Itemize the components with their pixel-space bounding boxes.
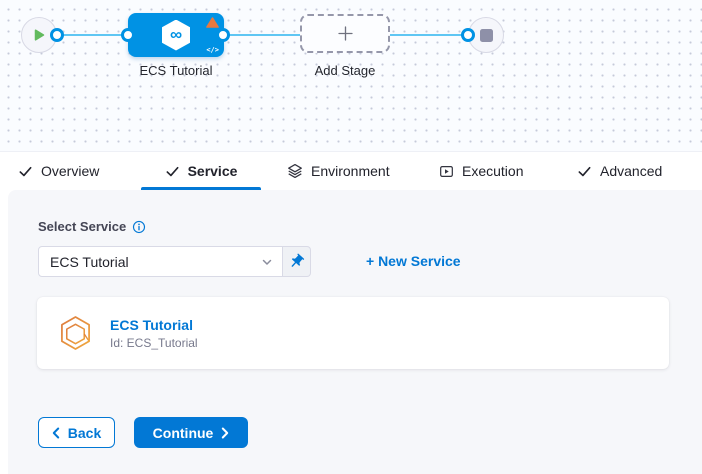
service-card-id: Id: ECS_Tutorial xyxy=(110,335,198,350)
service-select[interactable]: ECS Tutorial xyxy=(38,246,283,277)
tab-label: Environment xyxy=(311,163,390,179)
plus-icon xyxy=(336,24,355,43)
check-icon xyxy=(18,164,33,179)
warning-triangle-icon xyxy=(206,17,219,28)
select-service-label: Select Service xyxy=(38,219,146,234)
tab-execution[interactable]: Execution xyxy=(439,152,523,190)
connector-port xyxy=(216,28,230,42)
chevron-left-icon xyxy=(52,427,60,439)
pipeline-canvas[interactable]: ∞ </> ECS Tutorial Add Stage xyxy=(0,0,702,152)
check-icon xyxy=(165,164,180,179)
connector-port xyxy=(50,28,64,42)
stop-icon xyxy=(479,28,493,42)
add-stage-button[interactable] xyxy=(300,14,390,53)
play-box-icon xyxy=(439,164,454,179)
tab-label: Overview xyxy=(41,163,100,179)
connector-port xyxy=(121,28,135,42)
check-icon xyxy=(577,164,592,179)
tab-label: Service xyxy=(187,163,238,179)
cd-hexagon-icon: ∞ xyxy=(162,19,190,51)
stage-node-ecs-tutorial[interactable]: ∞ </> xyxy=(128,13,224,57)
stage-tabbar: Overview Service Environment xyxy=(0,152,702,190)
service-card-title[interactable]: ECS Tutorial xyxy=(110,316,193,333)
code-icon: </> xyxy=(206,46,219,54)
tab-service[interactable]: Service xyxy=(141,152,261,190)
back-label: Back xyxy=(67,424,102,441)
continue-label: Continue xyxy=(152,424,214,441)
new-service-link[interactable]: + New Service xyxy=(366,253,461,269)
stage-node-label: ECS Tutorial xyxy=(139,63,213,78)
tab-overview[interactable]: Overview xyxy=(18,152,99,190)
service-hexagon-icon xyxy=(59,315,92,351)
layers-icon xyxy=(287,163,303,179)
continue-button[interactable]: Continue xyxy=(134,417,248,448)
tab-environment[interactable]: Environment xyxy=(287,152,390,190)
service-select-group: ECS Tutorial xyxy=(38,246,311,277)
pin-button[interactable] xyxy=(283,246,311,277)
pipeline-edge xyxy=(56,34,130,36)
pipeline-edge xyxy=(389,34,471,36)
service-card-text: ECS Tutorial Id: ECS_Tutorial xyxy=(110,317,198,350)
add-stage-label: Add Stage xyxy=(314,63,376,78)
chevron-right-icon xyxy=(221,427,229,439)
tab-label: Execution xyxy=(462,163,524,179)
back-button[interactable]: Back xyxy=(38,417,115,448)
pipeline-edge xyxy=(223,34,303,36)
chevron-down-icon xyxy=(261,256,273,268)
connector-port xyxy=(461,28,475,42)
info-icon[interactable] xyxy=(132,220,146,234)
service-card[interactable]: ECS Tutorial Id: ECS_Tutorial xyxy=(37,297,669,369)
tab-label: Advanced xyxy=(600,163,663,179)
service-select-value: ECS Tutorial xyxy=(50,253,129,270)
pin-icon xyxy=(288,253,305,270)
play-icon xyxy=(32,28,46,42)
tab-advanced[interactable]: Advanced xyxy=(577,152,662,190)
